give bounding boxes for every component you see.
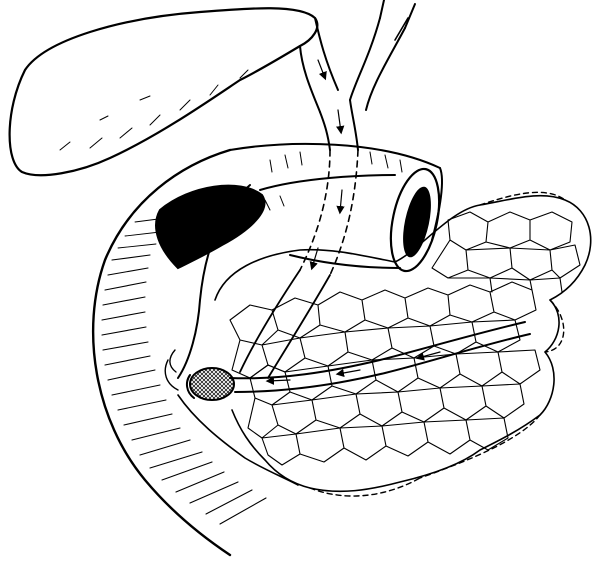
hepatic-ducts: [350, 0, 415, 110]
duodenum-cut-end: [260, 152, 447, 275]
cystic-duct: [300, 18, 338, 112]
ampulla-papilla: [187, 368, 234, 400]
pancreatic-duct: [230, 270, 530, 392]
pancreas: [215, 192, 591, 496]
gallbladder: [10, 8, 318, 175]
common-bile-duct: [300, 100, 358, 275]
duodenum: [93, 144, 440, 555]
